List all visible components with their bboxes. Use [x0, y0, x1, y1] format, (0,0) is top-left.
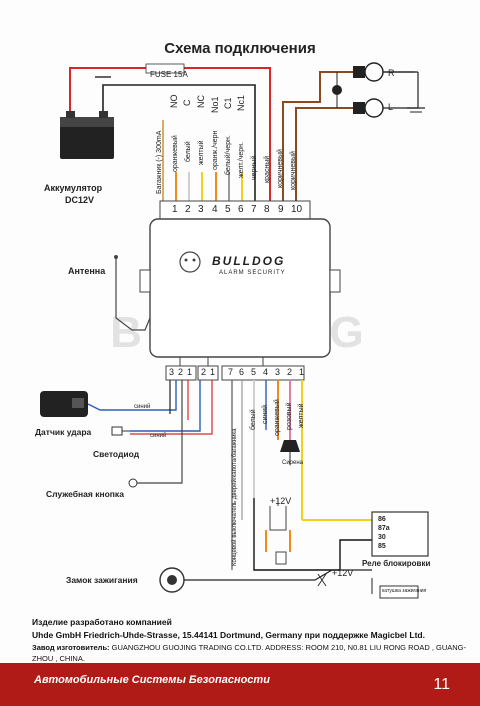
wire-label-9: коричневый [277, 149, 284, 188]
starter-label: катушка зажигания [382, 588, 427, 594]
top-pin-3: 3 [198, 204, 204, 215]
top-pin-7: 7 [251, 204, 257, 215]
wire-label-10: коричневый [290, 151, 297, 190]
top-code-4: No1 [210, 96, 220, 113]
bottom-wire-white: белый [250, 409, 257, 430]
wire-label-3: желтый [198, 140, 205, 165]
top-pin-5: 5 [225, 204, 231, 215]
wire-label-7: черный [251, 155, 258, 180]
bottom-wire-yellow: желтый [298, 403, 305, 428]
pins-a-1: 1 [187, 367, 193, 377]
pins-c-4: 4 [263, 367, 269, 377]
footer-manufacturer-label: Завод изготовитель: [32, 643, 110, 652]
relay-pin-86: 86 [378, 516, 386, 523]
siren-icon [280, 440, 300, 452]
antenna-label: Антенна [68, 266, 106, 276]
pins-a-3: 3 [169, 367, 175, 377]
lamp-l-label: L [388, 102, 394, 112]
footer-line-2: Uhde GmbH Friedrich-Uhde-Strasse, 15.441… [32, 630, 425, 640]
footer-line-3: Завод изготовитель: GUANGZHOU GUOJING TR… [32, 643, 466, 652]
wiring-diagram: BULLDOG [40, 62, 429, 599]
top-code-1: NO [169, 94, 179, 109]
wire-label-6: желт./черн. [238, 142, 245, 178]
top-pin-10: 10 [291, 204, 303, 215]
bottom-wire-orange: оранжевый [274, 399, 281, 436]
siren-label: Сирена [282, 460, 304, 466]
pins-c-2: 2 [287, 367, 293, 377]
relay-pin-30: 30 [378, 534, 386, 541]
blue-label-1: синий [134, 404, 151, 410]
relay-label: Реле блокировки [362, 559, 431, 568]
blue-label-2: синий [150, 433, 167, 439]
pins-a-2: 2 [178, 367, 184, 377]
pins-c-6: 6 [239, 367, 245, 377]
lamp-r-label: R [388, 68, 395, 78]
top-code-5: C1 [223, 97, 233, 109]
relay-pin-85: 85 [378, 543, 386, 550]
led-icon [111, 426, 130, 436]
plus12-label-2: +12V [332, 568, 354, 578]
top-pin-9: 9 [278, 204, 284, 215]
top-pin-2: 2 [185, 204, 191, 215]
top-pin-8: 8 [264, 204, 270, 215]
led-label: Светодиод [93, 449, 140, 459]
top-pin-4: 4 [212, 204, 218, 215]
page-number: 11 [433, 676, 450, 693]
fuse-label: FUSE 15A [150, 70, 188, 79]
footer-line-4: ZHOU , CHINA. [32, 654, 85, 663]
brand-name: BULLDOG [212, 254, 286, 268]
relay-icon [371, 511, 429, 557]
footer-bar [0, 663, 480, 706]
top-code-6: Nc1 [236, 94, 246, 111]
top-code-3: NC [196, 95, 206, 108]
ignition-label: Замок зажигания [66, 575, 138, 585]
bottom-wire-blue: синий [262, 404, 269, 424]
wire-label-5: белый/черн. [225, 135, 232, 175]
top-code-2: C [182, 99, 192, 107]
pins-b-2: 2 [201, 367, 207, 377]
lamp-l-icon [353, 98, 425, 118]
pins-c-3: 3 [275, 367, 281, 377]
top-pin-1: 1 [172, 204, 178, 215]
pins-b-1: 1 [210, 367, 216, 377]
bulldog-logo-icon [179, 251, 201, 273]
wire-label-1: оранжевый [172, 135, 179, 172]
door-switch-label: Концевой выключатель дверей/капота/багаж… [232, 428, 238, 566]
footer-bar-text: Автомобильные Системы Безопасности [34, 674, 270, 686]
wire-label-4: оранж./черн [212, 130, 219, 170]
battery-label-1: Аккумулятор [44, 183, 103, 193]
footer-manufacturer-address: GUANGZHOU GUOJING TRADING CO.LTD. ADDRES… [109, 643, 467, 652]
pins-c-1: 1 [299, 367, 305, 377]
plus12-label-1: +12V [270, 496, 292, 506]
top-pin-6: 6 [238, 204, 244, 215]
relay-pin-87a: 87a [378, 525, 390, 532]
wire-label-2: белый [185, 141, 192, 162]
trunk-label: Багажник (-) 300mA [156, 130, 163, 194]
bottom-wire-pink: розовый [286, 402, 293, 430]
battery-label-2: DC12V [65, 195, 95, 205]
footer-line-1: Изделие разработано компанией [32, 617, 172, 627]
service-button-label: Служебная кнопка [46, 489, 124, 499]
service-button-icon [128, 478, 138, 488]
wire-label-8: красный [264, 155, 271, 183]
shock-sensor-icon [40, 391, 88, 417]
battery-icon [60, 111, 114, 159]
pins-c-5: 5 [251, 367, 257, 377]
brand-subtitle: ALARM SECURITY [219, 270, 286, 276]
shock-sensor-label: Датчик удара [35, 427, 92, 437]
page-title: Схема подключения [164, 40, 316, 57]
pins-c-7: 7 [228, 367, 234, 377]
